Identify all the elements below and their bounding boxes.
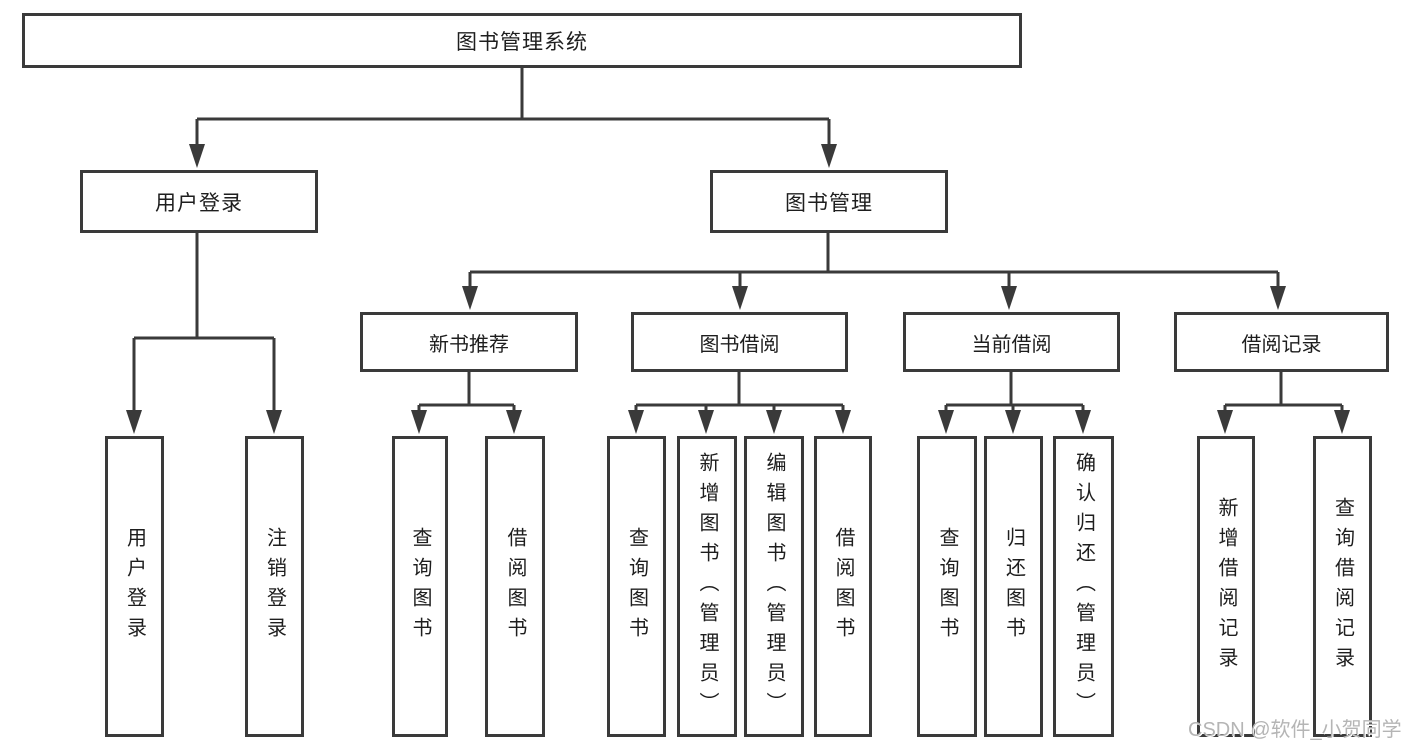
leaf-edit-book-admin-label: 编辑图书（管理员） bbox=[763, 451, 785, 722]
leaf-logout: 注销登录 bbox=[245, 436, 304, 737]
leaf-query-books-recommend-label: 查询图书 bbox=[409, 526, 431, 647]
leaf-return-book-label: 归还图书 bbox=[1002, 526, 1025, 647]
leaf-query-books-current: 查询图书 bbox=[917, 436, 977, 737]
node-current-borrow-label: 当前借阅 bbox=[971, 333, 1052, 356]
node-borrow-record: 借阅记录 bbox=[1174, 312, 1389, 372]
node-book-borrow-label: 图书借阅 bbox=[699, 333, 780, 356]
leaf-query-borrow-record-label: 查询借阅记录 bbox=[1331, 496, 1354, 677]
leaf-query-books-borrow: 查询图书 bbox=[607, 436, 666, 737]
leaf-edit-book-admin: 编辑图书（管理员） bbox=[744, 436, 804, 737]
node-current-borrow: 当前借阅 bbox=[903, 312, 1120, 372]
leaf-borrow-books-recommend-label: 借阅图书 bbox=[504, 526, 526, 647]
csdn-watermark: CSDN @软件_小贺同学 bbox=[1188, 719, 1402, 741]
leaf-return-book: 归还图书 bbox=[984, 436, 1043, 737]
node-user-login-label: 用户登录 bbox=[155, 191, 243, 215]
leaf-query-books-recommend: 查询图书 bbox=[392, 436, 448, 737]
node-book-management: 图书管理 bbox=[710, 170, 948, 233]
node-new-book-recommend-label: 新书推荐 bbox=[429, 333, 509, 356]
node-borrow-record-label: 借阅记录 bbox=[1241, 333, 1322, 356]
leaf-user-login-label: 用户登录 bbox=[123, 526, 146, 647]
leaf-add-borrow-record: 新增借阅记录 bbox=[1197, 436, 1255, 737]
leaf-borrow-books-recommend: 借阅图书 bbox=[485, 436, 545, 737]
leaf-user-login: 用户登录 bbox=[105, 436, 164, 737]
node-book-borrow: 图书借阅 bbox=[631, 312, 848, 372]
leaf-confirm-return-admin-label: 确认归还（管理员） bbox=[1072, 451, 1095, 722]
node-book-management-label: 图书管理 bbox=[785, 191, 873, 215]
leaf-query-books-borrow-label: 查询图书 bbox=[625, 526, 648, 647]
leaf-query-borrow-record: 查询借阅记录 bbox=[1313, 436, 1372, 737]
node-root-system: 图书管理系统 bbox=[22, 13, 1022, 68]
leaf-borrow-books-borrow: 借阅图书 bbox=[814, 436, 872, 737]
leaf-add-book-admin: 新增图书（管理员） bbox=[677, 436, 737, 737]
leaf-borrow-books-borrow-label: 借阅图书 bbox=[832, 526, 854, 647]
node-new-book-recommend: 新书推荐 bbox=[360, 312, 578, 372]
node-root-label: 图书管理系统 bbox=[456, 30, 588, 54]
leaf-add-borrow-record-label: 新增借阅记录 bbox=[1215, 496, 1237, 677]
leaf-logout-label: 注销登录 bbox=[263, 526, 286, 647]
node-user-login: 用户登录 bbox=[80, 170, 318, 233]
leaf-query-books-current-label: 查询图书 bbox=[936, 526, 958, 647]
leaf-add-book-admin-label: 新增图书（管理员） bbox=[696, 451, 718, 722]
leaf-confirm-return-admin: 确认归还（管理员） bbox=[1053, 436, 1114, 737]
